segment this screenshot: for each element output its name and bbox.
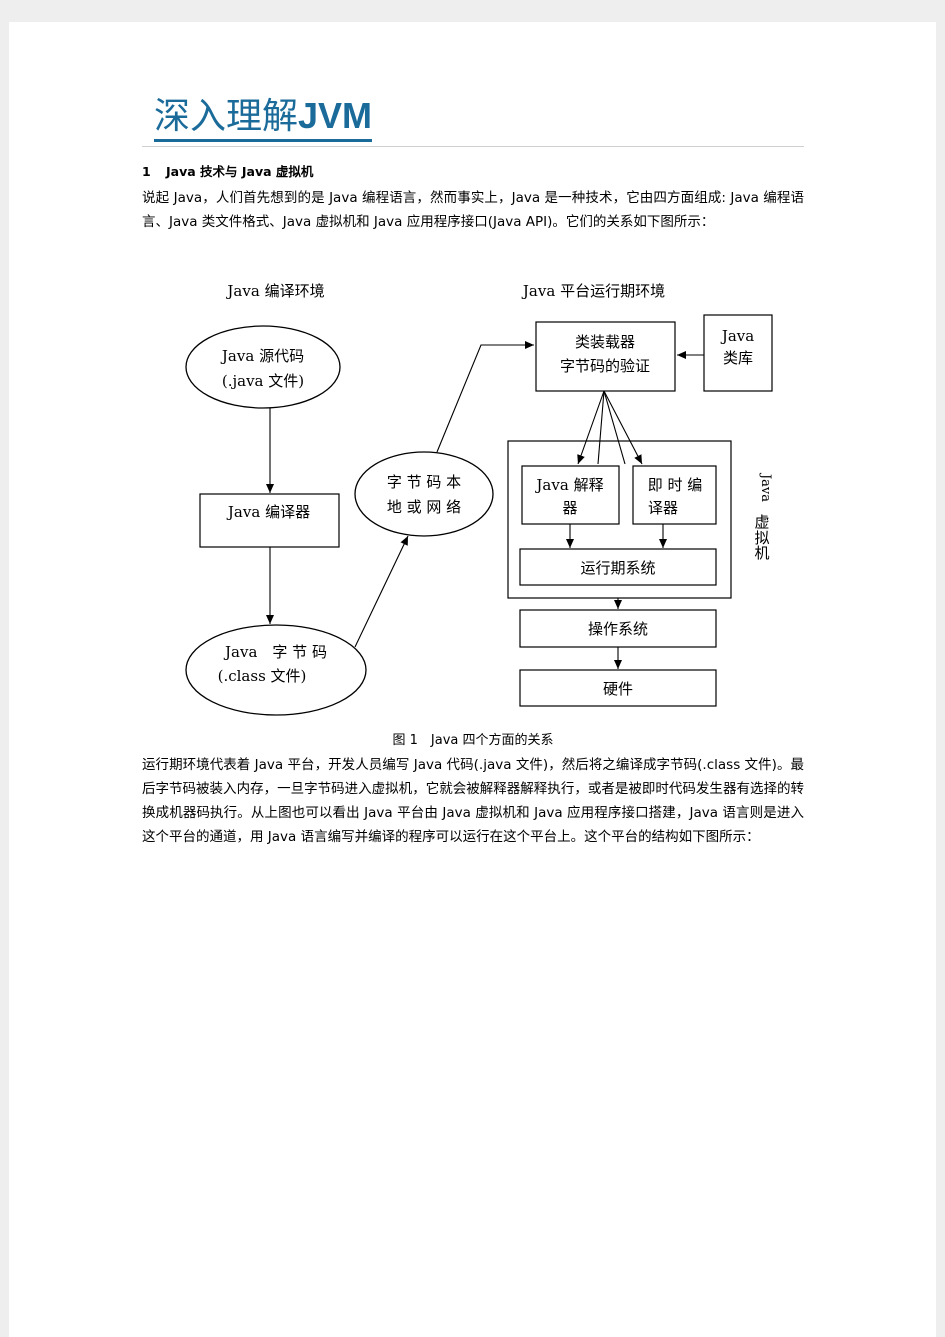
jvm-label-latin: Java xyxy=(758,472,773,502)
library-line2: 类库 xyxy=(723,349,753,367)
paragraph-runtime: 运行期环境代表着 Java 平台，开发人员编写 Java 代码(.java 文件… xyxy=(142,757,804,845)
section-heading: 1 Java 技术与 Java 虚拟机 xyxy=(142,163,313,181)
bytecode-line2: (.class 文件) xyxy=(218,667,307,685)
hardware-node xyxy=(519,669,717,707)
title-latin: JVM xyxy=(298,95,373,136)
jit-compiler-node xyxy=(632,465,717,525)
compiler-node xyxy=(199,493,340,548)
section-title: Java 技术与 Java 虚拟机 xyxy=(166,164,314,179)
compile-env-label: Java 编译环境 xyxy=(225,282,324,300)
paragraph-intro: 说起 Java，人们首先想到的是 Java 编程语言，然而事实上，Java 是一… xyxy=(142,190,804,230)
section-number: 1 xyxy=(142,164,151,179)
loader-line1: 类装载器 xyxy=(575,333,635,351)
runtime-system-node xyxy=(519,548,717,586)
interpreter-line1: Java 解释 xyxy=(534,476,603,494)
document-title: 深入理解JVM xyxy=(154,94,373,142)
operating-system-node xyxy=(519,609,717,648)
jvm-label-char4: 机 xyxy=(754,544,769,562)
class-loader-node xyxy=(535,321,676,392)
java-architecture-diagram: Java 编译环境 Java 平台运行期环境 Java 源代码 (.java 文… xyxy=(185,282,773,716)
library-line1: Java xyxy=(720,327,754,345)
runtime-system-label: 运行期系统 xyxy=(580,559,655,577)
jit-line1: 即 时 编 xyxy=(648,476,703,494)
arrow-network-to-loader xyxy=(436,341,534,453)
hardware-label: 硬件 xyxy=(603,680,633,698)
title-cjk: 深入理解 xyxy=(154,96,299,137)
bytecode-line1: Java 字 节 码 xyxy=(223,643,327,661)
source-code-line1: Java 源代码 xyxy=(220,347,304,365)
arrow-loader-to-jit-2 xyxy=(603,390,626,465)
arrow-loader-to-interpreter xyxy=(577,390,605,465)
loader-line2: 字节码的验证 xyxy=(560,357,650,375)
runtime-env-label: Java 平台运行期环境 xyxy=(521,282,665,300)
network-line2: 地 或 网 络 xyxy=(387,498,461,516)
document-page xyxy=(9,22,936,1337)
arrow-loader-to-interpreter-2 xyxy=(597,390,605,465)
interpreter-node xyxy=(521,465,620,525)
bytecode-node xyxy=(185,624,367,716)
interpreter-line2: 器 xyxy=(562,499,577,517)
arrow-loader-to-jit xyxy=(603,390,643,465)
jvm-label-char2: 虚 xyxy=(754,513,769,531)
source-code-node xyxy=(185,325,341,409)
arrow-bytecode-to-network xyxy=(354,535,409,648)
jvm-label-char3: 拟 xyxy=(754,529,769,547)
jit-line2: 译器 xyxy=(648,499,678,517)
source-code-line2: (.java 文件) xyxy=(222,372,304,390)
local-or-network-node xyxy=(354,451,494,537)
java-library-node xyxy=(703,314,773,392)
compiler-label: Java 编译器 xyxy=(226,503,310,521)
figure-caption: 图 1 Java 四个方面的关系 xyxy=(392,733,554,748)
os-label: 操作系统 xyxy=(588,620,648,638)
title-divider xyxy=(142,146,804,147)
network-line1: 字 节 码 本 xyxy=(387,473,461,491)
